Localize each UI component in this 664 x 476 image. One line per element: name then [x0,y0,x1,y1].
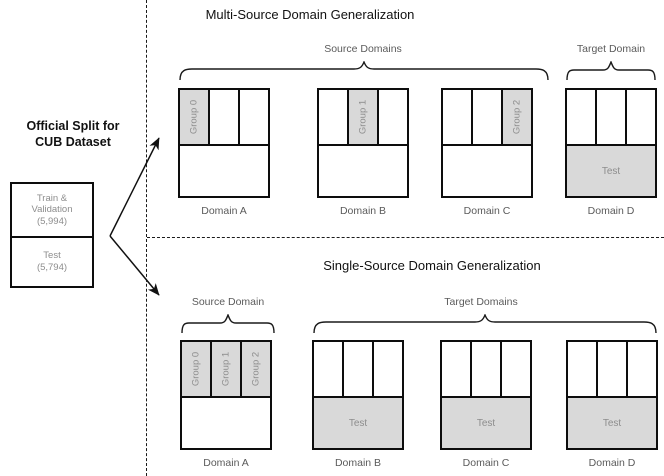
brace-source-domain-single [181,314,275,334]
brace-label-source-domains-multi: Source Domains [324,43,402,55]
domain-label: Domain C [463,205,511,217]
group-cell-empty [597,90,627,144]
group-cell-empty [379,90,407,144]
fork-arrows [109,137,160,296]
page-title-line-1: Official Split for [26,119,120,133]
train-label-line-2: Validation [31,204,73,216]
test-partition: Test [442,398,530,448]
group-label: Group 1 [357,99,369,135]
horizontal-dashed-divider [147,237,664,238]
brace-target-domains-single [313,314,657,334]
group-cell-group-2: Group 2 [242,342,270,396]
empty-partition [319,146,407,196]
official-split-box: Train & Validation (5,994) Test (5,794) [10,182,94,288]
group-cell-empty [627,90,655,144]
page-title: Official Split for CUB Dataset [0,118,146,150]
group-cell-group-0: Group 0 [182,342,212,396]
train-label-line-1: Train & [36,192,68,204]
group-cell-empty [567,90,597,144]
group-cell-empty [473,90,503,144]
arrow-to-multi-source [109,137,160,237]
brace-label-target-domains-single: Target Domains [444,296,518,308]
domain-label: Domain A [201,205,247,217]
domain-card-domain-b: Group 1 Domain B [317,88,409,217]
group-label: Group 0 [188,99,200,135]
arrow-to-single-source [109,235,160,296]
domain-card-domain-a: Group 0 Group 1 Group 2 Domain A [180,340,272,469]
brace-label-source-domain-single: Source Domain [191,296,265,308]
group-row [567,90,655,146]
vertical-dashed-divider [146,0,147,476]
section-title-multi-source: Multi-Source Domain Generalization [205,7,415,22]
group-cell-empty [628,342,656,396]
group-row: Group 0 [180,90,268,146]
group-label: Group 2 [511,99,523,135]
domain-frame: Test [440,340,532,450]
domain-label: Domain B [334,457,382,469]
domain-frame: Group 1 [317,88,409,198]
group-cell-group-1: Group 1 [212,342,242,396]
domain-card-domain-a: Group 0 Domain A [178,88,270,217]
group-cell-empty [502,342,530,396]
test-partition: Test [568,398,656,448]
group-cell-empty [472,342,502,396]
brace-target-domain-multi [566,61,656,81]
test-partition: Test [567,146,655,196]
domain-frame: Group 2 [441,88,533,198]
group-cell-empty [443,90,473,144]
domain-frame: Group 0 [178,88,270,198]
section-title-single-source: Single-Source Domain Generalization [323,258,541,273]
group-cell-group-0: Group 0 [180,90,210,144]
group-row: Group 2 [443,90,531,146]
domain-frame: Test [312,340,404,450]
domain-label: Domain A [203,457,249,469]
domain-frame: Test [565,88,657,198]
empty-partition [180,146,268,196]
test-partition: Test [314,398,402,448]
brace-label-target-domain-multi: Target Domain [576,43,646,55]
group-row [568,342,656,398]
group-cell-group-2: Group 2 [503,90,531,144]
group-row [442,342,530,398]
group-cell-empty [374,342,402,396]
group-cell-empty [344,342,374,396]
group-label: Group 2 [250,351,262,387]
group-cell-empty [240,90,268,144]
train-count: (5,994) [36,215,68,227]
group-cell-empty [568,342,598,396]
domain-label: Domain D [587,205,635,217]
domain-frame: Group 0 Group 1 Group 2 [180,340,272,450]
domain-label: Domain B [339,205,387,217]
group-cell-empty [442,342,472,396]
empty-partition [182,398,270,448]
domain-frame: Test [566,340,658,450]
page-title-line-2: CUB Dataset [35,135,111,149]
split-cell-test: Test (5,794) [12,238,92,285]
group-cell-empty [314,342,344,396]
group-cell-empty [319,90,349,144]
split-cell-train-validation: Train & Validation (5,994) [12,184,92,238]
brace-source-domains-multi [179,61,549,81]
group-label: Group 0 [190,351,202,387]
domain-label: Domain D [588,457,636,469]
group-row: Group 1 [319,90,407,146]
test-count: (5,794) [36,261,68,273]
empty-partition [443,146,531,196]
test-label: Test [43,250,61,262]
group-cell-empty [210,90,240,144]
group-row: Group 0 Group 1 Group 2 [182,342,270,398]
group-label: Group 1 [220,351,232,387]
group-cell-empty [598,342,628,396]
group-cell-group-1: Group 1 [349,90,379,144]
group-row [314,342,402,398]
domain-label: Domain C [462,457,510,469]
domain-card-domain-c: Group 2 Domain C [441,88,533,217]
